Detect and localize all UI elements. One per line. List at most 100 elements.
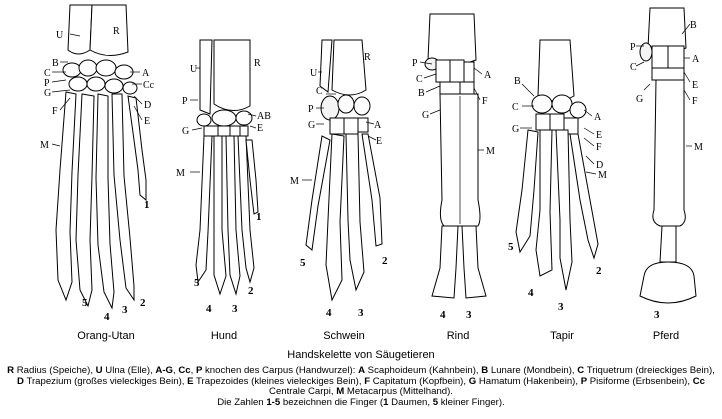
- orang-utan-skeleton: U R B C P G F A Cc D E M 1 2 3 4 5: [40, 5, 155, 323]
- schwein-finger-2: 2: [382, 255, 388, 267]
- schwein-fingers: [306, 134, 382, 300]
- pferd-carpals: [640, 43, 684, 80]
- pferd-skeleton: P C B A E F G M 3: [630, 8, 703, 321]
- tapir-label-a: A: [594, 112, 602, 123]
- orang-label-f: F: [52, 106, 58, 117]
- hund-finger-5: 5: [194, 277, 200, 289]
- tapir-radius: [538, 40, 574, 101]
- tapir-label-m: M: [598, 170, 607, 181]
- orang-finger-5: 5: [82, 297, 88, 309]
- orang-finger-2: 2: [140, 297, 146, 309]
- hund-label-m: M: [176, 168, 185, 179]
- orang-ulna: [68, 5, 92, 54]
- hund-finger-4: 4: [206, 303, 212, 315]
- pferd-hoof: [640, 262, 696, 303]
- orang-label-a: A: [142, 68, 150, 79]
- hund-finger-3: 3: [232, 303, 238, 315]
- hund-label-p: P: [182, 96, 188, 107]
- schwein-carpals: [321, 95, 370, 134]
- pferd-radius: [648, 8, 686, 52]
- species-label-rind: Rind: [447, 330, 470, 342]
- pferd-finger-3: 3: [654, 309, 660, 321]
- rind-hooves: [432, 226, 486, 298]
- tapir-finger-3: 3: [558, 301, 564, 313]
- rind-skeleton: P C B G A F M 4 3: [412, 14, 495, 321]
- species-names-row: Orang-Utan Hund Schwein Rind Tapir Pferd: [0, 330, 722, 344]
- pferd-label-m: M: [694, 142, 703, 153]
- orang-radius: [90, 5, 128, 56]
- rind-label-b: B: [418, 88, 425, 99]
- schwein-label-p: P: [308, 104, 314, 115]
- tapir-fingers: [516, 130, 598, 290]
- tapir-skeleton: B C G A E F D M 5 4 3 2: [508, 40, 607, 313]
- tapir-label-b: B: [514, 76, 521, 87]
- species-label-orang-utan: Orang-Utan: [77, 330, 134, 342]
- hund-finger-2: 2: [248, 285, 254, 297]
- pferd-label-c: C: [630, 62, 637, 73]
- pferd-label-b: B: [690, 20, 697, 31]
- orang-label-cc: Cc: [143, 80, 155, 91]
- hand-skeleton-figure: U R B C P G F A Cc D E M 1 2 3 4 5: [0, 0, 722, 340]
- orang-label-b: B: [52, 58, 59, 69]
- rind-label-m: M: [486, 146, 495, 157]
- rind-finger-4: 4: [440, 309, 446, 321]
- rind-radius: [428, 14, 476, 65]
- pferd-label-a: A: [692, 54, 700, 65]
- pferd-phalanx: [660, 226, 676, 262]
- orang-label-g: G: [44, 88, 51, 99]
- pferd-label-f: F: [692, 96, 698, 107]
- orang-fingers: [56, 92, 146, 308]
- hund-carpals: [197, 110, 252, 136]
- hund-label-r: R: [254, 58, 261, 69]
- schwein-ulna: [320, 40, 332, 92]
- schwein-label-e: E: [376, 136, 382, 147]
- hund-label-g: G: [182, 126, 189, 137]
- tapir-carpals: [532, 95, 586, 134]
- pferd-label-g: G: [636, 94, 643, 105]
- schwein-label-g: G: [308, 120, 315, 131]
- orang-label-m: M: [40, 140, 49, 151]
- hund-label-ab: AB: [257, 111, 271, 122]
- hund-radius: [214, 40, 250, 111]
- rind-label-f: F: [482, 96, 488, 107]
- hund-label-u: U: [190, 64, 198, 75]
- orang-label-r: R: [113, 26, 120, 37]
- pferd-label-p: P: [630, 42, 636, 53]
- orang-label-e: E: [144, 116, 150, 127]
- hund-skeleton: U R P G AB E M 1 2 3 4 5: [176, 40, 271, 315]
- orang-label-u: U: [56, 30, 64, 41]
- orang-label-d: D: [144, 100, 151, 111]
- figure-title: Handskelette von Säugetieren: [0, 349, 722, 361]
- orang-finger-4: 4: [104, 311, 110, 323]
- tapir-finger-5: 5: [508, 241, 514, 253]
- species-label-schwein: Schwein: [323, 330, 365, 342]
- rind-label-p: P: [412, 58, 418, 69]
- orang-finger-3: 3: [122, 304, 128, 316]
- tapir-finger-2: 2: [596, 265, 602, 277]
- tapir-label-f: F: [596, 142, 602, 153]
- tapir-label-c: C: [512, 102, 519, 113]
- rind-finger-3: 3: [466, 309, 472, 321]
- schwein-skeleton: U R C P G A E M 2 3 4 5: [290, 40, 388, 319]
- schwein-finger-5: 5: [300, 257, 306, 269]
- schwein-label-c: C: [316, 86, 323, 97]
- schwein-label-m: M: [290, 176, 299, 187]
- rind-label-a: A: [484, 70, 492, 81]
- schwein-finger-4: 4: [326, 307, 332, 319]
- schwein-label-r: R: [364, 52, 371, 63]
- schwein-label-a: A: [374, 120, 382, 131]
- hund-ulna: [200, 40, 212, 114]
- pferd-metacarpus: [653, 80, 685, 226]
- tapir-label-g: G: [512, 124, 519, 135]
- rind-label-g: G: [422, 110, 429, 121]
- species-label-pferd: Pferd: [653, 330, 679, 342]
- schwein-radius: [332, 40, 366, 95]
- rind-carpals: [425, 58, 474, 94]
- schwein-finger-3: 3: [358, 307, 364, 319]
- tapir-label-e: E: [596, 130, 602, 141]
- legend-caption: R Radius (Speiche), U Ulna (Elle), A-G, …: [4, 366, 718, 408]
- hund-fingers: [196, 136, 258, 294]
- pferd-label-e: E: [692, 80, 698, 91]
- tapir-finger-4: 4: [528, 287, 534, 299]
- rind-label-c: C: [416, 74, 423, 85]
